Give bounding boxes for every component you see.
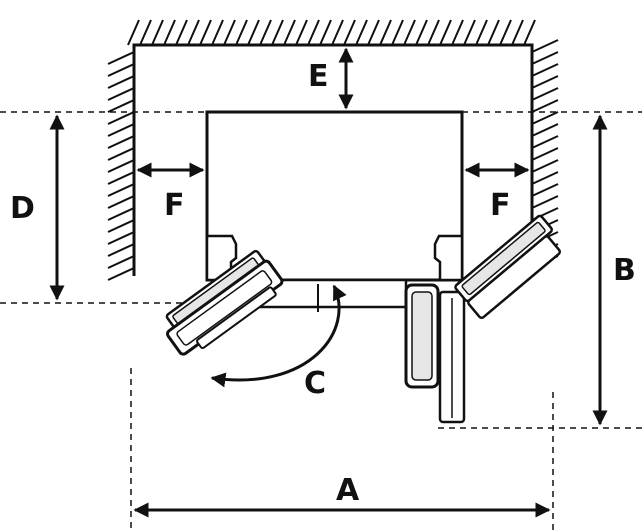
hatch-line bbox=[531, 75, 559, 89]
label-f-left: F bbox=[164, 188, 185, 223]
hatch-line bbox=[531, 111, 559, 125]
hatch-line bbox=[211, 19, 224, 46]
hatch-line bbox=[523, 19, 536, 46]
hatch-line bbox=[139, 19, 152, 46]
arrow-c bbox=[210, 284, 347, 388]
hatch-line bbox=[107, 171, 135, 185]
hatch-line bbox=[331, 19, 344, 46]
wall-hatch-left bbox=[107, 51, 135, 281]
hatch-line bbox=[107, 195, 135, 209]
hatch-line bbox=[107, 147, 135, 161]
hatch-line bbox=[531, 195, 559, 209]
hatch-line bbox=[107, 255, 135, 269]
hatch-line bbox=[531, 159, 559, 173]
hatch-line bbox=[107, 135, 135, 149]
hatch-line bbox=[531, 123, 559, 137]
hatch-line bbox=[463, 19, 476, 46]
hatch-line bbox=[259, 19, 272, 46]
hatch-line bbox=[107, 63, 135, 77]
hatch-line bbox=[271, 19, 284, 46]
hatch-line bbox=[127, 19, 140, 46]
hatch-line bbox=[107, 87, 135, 101]
label-e: E bbox=[308, 59, 329, 94]
right-hinge bbox=[433, 234, 464, 282]
hatch-line bbox=[107, 99, 135, 113]
hatch-line bbox=[531, 183, 559, 197]
hatch-line bbox=[451, 19, 464, 46]
hatch-line bbox=[343, 19, 356, 46]
hatch-line bbox=[163, 19, 176, 46]
hatch-line bbox=[107, 123, 135, 137]
wall-hatch-top bbox=[127, 19, 536, 46]
hatch-line bbox=[531, 87, 559, 101]
hatch-line bbox=[283, 19, 296, 46]
hatch-line bbox=[107, 51, 135, 65]
hatch-line bbox=[175, 19, 188, 46]
hatch-line bbox=[531, 39, 559, 53]
label-c: C bbox=[304, 366, 326, 401]
hatch-line bbox=[367, 19, 380, 46]
hatch-line bbox=[379, 19, 392, 46]
hatch-line bbox=[107, 231, 135, 245]
hatch-line bbox=[107, 111, 135, 125]
hatch-line bbox=[531, 99, 559, 113]
hatch-line bbox=[439, 19, 452, 46]
hatch-line bbox=[107, 243, 135, 257]
hatch-line bbox=[391, 19, 404, 46]
hatch-line bbox=[499, 19, 512, 46]
hatch-line bbox=[487, 19, 500, 46]
hatch-line bbox=[511, 19, 524, 46]
hatch-line bbox=[307, 19, 320, 46]
label-f-right: F bbox=[490, 188, 511, 223]
hatch-line bbox=[223, 19, 236, 46]
label-a: A bbox=[336, 473, 360, 508]
hatch-line bbox=[187, 19, 200, 46]
hatch-line bbox=[531, 135, 559, 149]
right-door-open bbox=[404, 214, 561, 424]
hatch-line bbox=[415, 19, 428, 46]
hatch-line bbox=[151, 19, 164, 46]
hatch-line bbox=[355, 19, 368, 46]
label-d: D bbox=[10, 191, 35, 226]
hatch-line bbox=[235, 19, 248, 46]
hatch-line bbox=[531, 51, 559, 65]
hatch-line bbox=[107, 267, 135, 281]
hatch-line bbox=[403, 19, 416, 46]
hatch-line bbox=[427, 19, 440, 46]
dimension-arrows bbox=[49, 47, 608, 518]
hatch-line bbox=[319, 19, 332, 46]
hatch-line bbox=[107, 207, 135, 221]
hatch-line bbox=[199, 19, 212, 46]
hatch-line bbox=[295, 19, 308, 46]
hatch-line bbox=[247, 19, 260, 46]
hatch-line bbox=[107, 219, 135, 233]
hatch-line bbox=[531, 171, 559, 185]
hatch-line bbox=[531, 63, 559, 77]
label-b: B bbox=[613, 253, 636, 288]
reference-lines bbox=[0, 111, 642, 531]
hatch-line bbox=[107, 159, 135, 173]
hatch-line bbox=[531, 147, 559, 161]
hatch-line bbox=[107, 183, 135, 197]
hatch-line bbox=[107, 75, 135, 89]
hatch-line bbox=[475, 19, 488, 46]
